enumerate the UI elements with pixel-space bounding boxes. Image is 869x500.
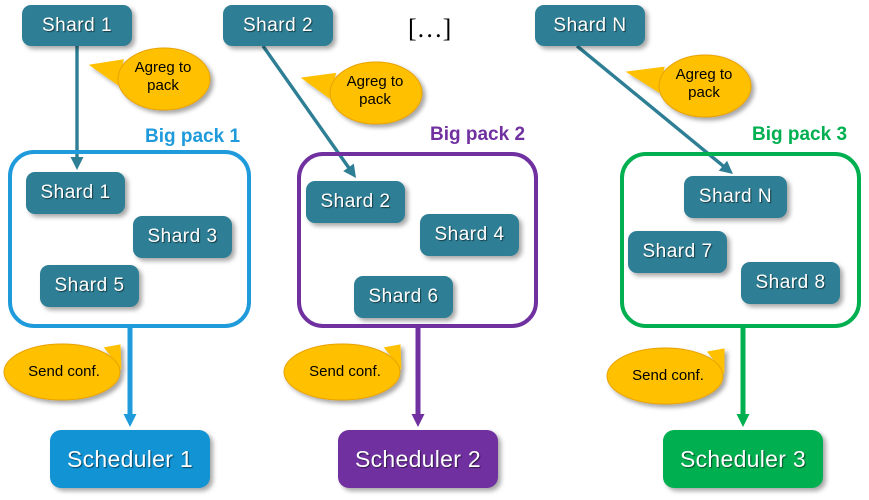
source-shard-1-label: Shard 1 [41,14,113,36]
send-callout-bubble-2 [283,343,401,401]
pack-label-2: Big pack 2 [430,124,526,145]
pack-3-shard-2-label: Shard 7 [642,241,713,262]
pack-frame-1[interactable] [8,150,251,328]
send-callout-label-1: Send conf. [28,363,100,380]
aggregation-arrow-head-1 [70,157,84,170]
agreg-callout-label-2: Agreg to pack [346,73,404,108]
pack-3-shard-1-label: Shard N [698,186,773,207]
scheduler-2-label: Scheduler 2 [354,445,482,472]
pack-frame-2[interactable] [297,152,538,328]
aggregation-arrow-head-3 [718,160,733,174]
dispatch-arrow-head-3 [736,414,750,427]
callout-group [3,47,752,405]
pack-label-3: Big pack 3 [752,124,848,145]
pack-2-shard-3[interactable]: Shard 6 [354,276,453,318]
agreg-callout-1 [88,47,211,111]
scheduler-1-label: Scheduler 1 [66,445,194,472]
agreg-callout-label-1: Agreg to pack [134,59,192,94]
aggregation-arrow-1 [70,46,84,170]
pack-2-shard-3-label: Shard 6 [368,286,439,307]
pack-1-shard-3[interactable]: Shard 5 [40,265,139,307]
send-callout-label-3: Send conf. [632,367,704,384]
agreg-callout-label-3: Agreg to pack [675,66,733,101]
source-shard-2-label: Shard 2 [242,14,314,36]
dispatch-arrow-3 [736,328,750,427]
pack-2-shard-1-label: Shard 2 [320,191,391,212]
pack-3-shard-3-label: Shard 8 [755,272,826,293]
scheduler-3-label: Scheduler 3 [679,445,807,472]
aggregation-arrow-2 [261,45,356,178]
pack-1-shard-3-label: Shard 5 [54,275,125,296]
dispatch-arrow-head-1 [123,414,137,427]
ellipsis-marker: […] [408,14,452,43]
agreg-callout-3 [625,54,752,118]
pack-3-shard-1[interactable]: Shard N [684,176,787,218]
send-callout-bubble-1 [3,343,121,401]
aggregation-arrow-shaft-2 [261,45,352,170]
send-callout-label-2: Send conf. [309,363,381,380]
dispatch-arrow-head-2 [411,414,425,427]
pack-1-shard-1-label: Shard 1 [40,182,111,203]
source-shard-3[interactable]: Shard N [535,5,645,46]
pack-1-shard-1[interactable]: Shard 1 [26,172,125,214]
pack-3-shard-3[interactable]: Shard 8 [741,262,840,304]
agreg-callout-tail-3 [625,66,665,93]
scheduler-1[interactable]: Scheduler 1 [50,430,210,488]
send-callout-bubble-3 [606,347,724,405]
scheduler-2[interactable]: Scheduler 2 [338,430,498,488]
aggregation-arrow-shaft-3 [575,44,726,169]
agreg-callout-bubble-3 [658,54,752,118]
pack-1-shard-2-label: Shard 3 [147,226,218,247]
pack-1-shard-2[interactable]: Shard 3 [133,216,232,258]
source-shard-2[interactable]: Shard 2 [223,5,333,46]
pack-frame-3[interactable] [620,152,861,328]
scheduler-3[interactable]: Scheduler 3 [663,430,823,488]
source-shard-3-label: Shard N [553,14,627,36]
agreg-callout-bubble-1 [117,47,211,111]
pack-2-shard-1[interactable]: Shard 2 [306,181,405,223]
dispatch-arrow-1 [123,328,137,427]
pack-2-shard-2-label: Shard 4 [434,224,505,245]
pack-label-1: Big pack 1 [145,126,241,147]
arrow-group [70,44,750,427]
agreg-callout-2 [300,61,423,125]
send-callout-2 [283,343,402,401]
agreg-callout-bubble-2 [329,61,423,125]
send-callout-3 [606,347,725,405]
aggregation-arrow-head-2 [343,163,356,178]
pack-3-shard-2[interactable]: Shard 7 [628,231,727,273]
pack-2-shard-2[interactable]: Shard 4 [420,214,519,256]
source-shard-1[interactable]: Shard 1 [22,5,132,46]
send-callout-1 [3,343,122,401]
dispatch-arrow-2 [411,328,425,427]
aggregation-arrow-3 [575,44,733,174]
